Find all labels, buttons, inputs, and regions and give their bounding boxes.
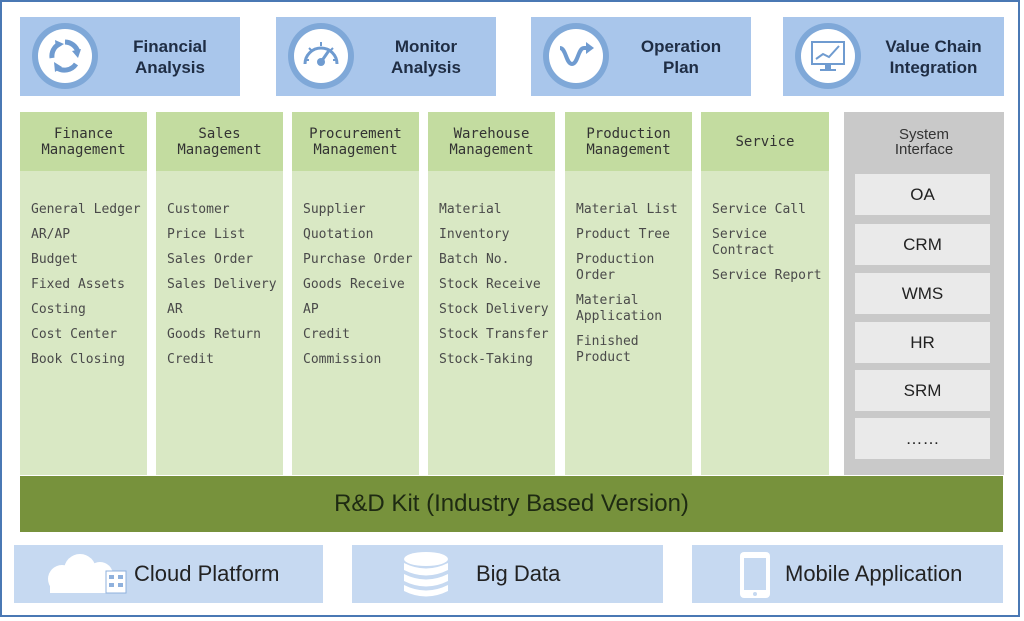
cloud-icon xyxy=(48,554,127,594)
list-item: Costing xyxy=(31,302,86,317)
list-item: Price List xyxy=(167,227,246,242)
system-interface-item: OA xyxy=(855,174,990,215)
list-item: Sales Order xyxy=(167,252,254,267)
operation-plan-label: Operation Plan xyxy=(640,36,722,77)
list-item: Customer xyxy=(167,202,230,217)
warehouse-management-list: Material Inventory Batch No. Stock Recei… xyxy=(439,202,551,377)
list-item: Cost Center xyxy=(31,327,118,342)
list-item: Production Order xyxy=(576,252,655,283)
system-interface-item: …… xyxy=(855,418,990,459)
list-item: Product Tree xyxy=(576,227,670,242)
warehouse-management-column: Warehouse Management Material Inventory … xyxy=(428,112,555,475)
operation-plan-card: Operation Plan xyxy=(531,17,751,96)
list-item: AR xyxy=(167,302,183,317)
procurement-management-header: Procurement Management xyxy=(292,112,419,171)
list-item: Stock Transfer xyxy=(439,327,549,342)
monitor-chart-icon xyxy=(795,23,861,89)
monitor-analysis-label: Monitor Analysis xyxy=(391,36,461,77)
list-item: Fixed Assets xyxy=(31,277,125,292)
mobile-application-label: Mobile Application xyxy=(785,561,963,586)
list-item: AR/AP xyxy=(31,227,71,242)
warehouse-management-header: Warehouse Management xyxy=(428,112,555,171)
gauge-icon xyxy=(288,23,354,89)
rd-kit-bar: R&D Kit (Industry Based Version) xyxy=(20,476,1003,532)
finance-management-column: Finance Management General Ledger AR/AP … xyxy=(20,112,147,475)
list-item: Service Call xyxy=(712,202,806,217)
production-management-header: Production Management xyxy=(565,112,692,171)
list-item: Commission xyxy=(303,352,382,367)
list-item: Stock Receive xyxy=(439,277,541,292)
sales-management-list: Customer Price List Sales Order Sales De… xyxy=(167,202,279,377)
list-item: Goods Return xyxy=(167,327,261,342)
list-item: Material List xyxy=(576,202,678,217)
list-item: Finished Product xyxy=(576,334,639,365)
service-column: Service Service Call Service Contract Se… xyxy=(701,112,829,475)
production-management-column: Production Management Material List Prod… xyxy=(565,112,692,475)
cloud-platform-label: Cloud Platform xyxy=(134,561,280,586)
list-item: Batch No. xyxy=(439,252,510,267)
list-item: Quotation xyxy=(303,227,374,242)
production-management-list: Material List Product Tree Production Or… xyxy=(576,202,688,375)
list-item: AP xyxy=(303,302,319,317)
big-data-box: Big Data xyxy=(352,545,663,603)
list-item: Stock Delivery xyxy=(439,302,549,317)
list-item: Book Closing xyxy=(31,352,125,367)
finance-management-list: General Ledger AR/AP Budget Fixed Assets… xyxy=(31,202,143,377)
list-item: Supplier xyxy=(303,202,366,217)
procurement-management-list: Supplier Quotation Purchase Order Goods … xyxy=(303,202,415,377)
list-item: Goods Receive xyxy=(303,277,405,292)
value-chain-integration-card: Value Chain Integration xyxy=(783,17,1004,96)
system-interface-item: WMS xyxy=(855,273,990,314)
sales-management-column: Sales Management Customer Price List Sal… xyxy=(156,112,283,475)
mobile-application-box: Mobile Application xyxy=(692,545,1003,603)
list-item: Material xyxy=(439,202,502,217)
list-item: Material Application xyxy=(576,293,663,324)
monitor-analysis-card: Monitor Analysis xyxy=(276,17,496,96)
financial-analysis-card: Financial Analysis xyxy=(20,17,240,96)
list-item: Inventory xyxy=(439,227,510,242)
list-item: Credit xyxy=(303,327,350,342)
smartphone-icon xyxy=(740,552,770,598)
list-item: Budget xyxy=(31,252,78,267)
database-icon xyxy=(404,552,448,597)
system-interface-item: SRM xyxy=(855,370,990,411)
sales-management-header: Sales Management xyxy=(156,112,283,171)
list-item: Sales Delivery xyxy=(167,277,277,292)
financial-analysis-label: Financial Analysis xyxy=(133,36,207,77)
value-chain-integration-label: Value Chain Integration xyxy=(885,36,982,77)
wave-arrow-icon xyxy=(543,23,609,89)
cloud-platform-box: Cloud Platform xyxy=(14,545,323,603)
list-item: General Ledger xyxy=(31,202,141,217)
system-interface-header: System Interface xyxy=(894,125,954,158)
list-item: Service Report xyxy=(712,268,822,283)
service-list: Service Call Service Contract Service Re… xyxy=(712,202,825,293)
cycle-arrows-icon xyxy=(32,23,98,89)
list-item: Purchase Order xyxy=(303,252,413,267)
big-data-label: Big Data xyxy=(476,561,561,586)
procurement-management-column: Procurement Management Supplier Quotatio… xyxy=(292,112,419,475)
system-interface-item: HR xyxy=(855,322,990,363)
system-interface-item: CRM xyxy=(855,224,990,265)
list-item: Service Contract xyxy=(712,227,775,258)
system-interface-column: System Interface OA CRM WMS HR SRM …… xyxy=(844,112,1004,475)
list-item: Stock-Taking xyxy=(439,352,533,367)
service-header: Service xyxy=(701,112,829,171)
finance-management-header: Finance Management xyxy=(20,112,147,171)
list-item: Credit xyxy=(167,352,214,367)
